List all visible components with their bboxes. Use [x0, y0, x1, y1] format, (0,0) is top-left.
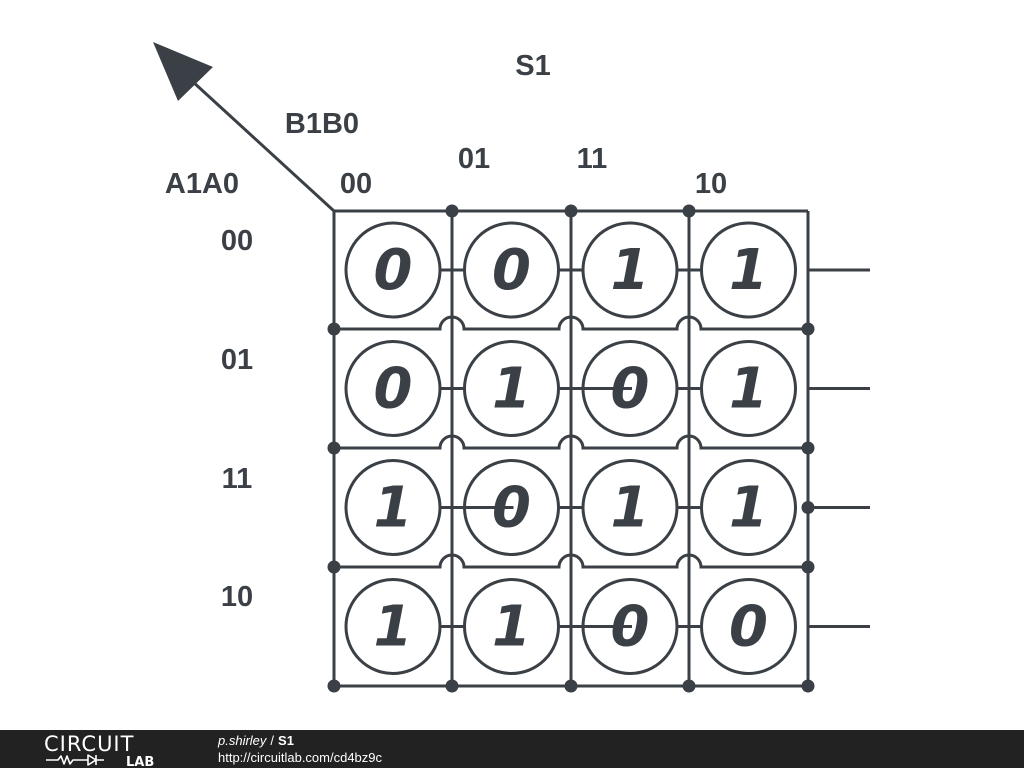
cell-circle: [700, 221, 797, 319]
column-code-label: 00: [340, 168, 372, 200]
junction-dot: [801, 501, 815, 514]
row-code-label: 00: [221, 225, 253, 257]
cell-circle: [581, 221, 679, 319]
cell-circle: [344, 459, 442, 556]
cell-value: 1: [374, 595, 413, 660]
row-vars-label: A1A0: [165, 168, 239, 200]
cell-circle: [700, 459, 797, 556]
cell-value: 1: [611, 238, 650, 303]
cell-circle: [463, 221, 560, 319]
cell-value: 1: [374, 476, 413, 541]
junction-dot: [445, 204, 459, 218]
cell-value: 1: [729, 357, 768, 422]
column-code-label: 11: [577, 143, 608, 175]
cell-circle: [581, 459, 679, 556]
junction-dot: [327, 322, 341, 336]
credit-separator: /: [270, 733, 275, 748]
grid-horizontal-line: [334, 315, 808, 331]
column-headers: 00 01 11 10: [340, 143, 727, 200]
row-headers: 00 01 11 10: [221, 225, 253, 613]
row-code-label: 01: [221, 344, 253, 376]
junction-dot: [564, 679, 578, 693]
cell-circle: [700, 340, 797, 437]
column-code-label: 01: [458, 143, 490, 175]
resistor-diode-icon: [46, 754, 104, 766]
footer-credit: p.shirley/S1: [218, 732, 294, 749]
output-label: S1: [515, 50, 550, 82]
cell-value: 0: [492, 238, 531, 303]
cell-value: 1: [492, 595, 531, 660]
footer-bar: CIRCUIT LAB p.shirley/S1 http://circuitl…: [0, 730, 1024, 768]
junction-dot: [801, 560, 815, 574]
circuitlab-logo: CIRCUIT LAB: [44, 732, 154, 768]
junction-dot: [801, 679, 815, 693]
arrow-head: [153, 42, 213, 101]
cell-circle: [344, 578, 442, 675]
junction-dot: [445, 679, 459, 693]
junction-dot: [801, 322, 815, 336]
grid-horizontal-line: [334, 553, 808, 569]
cell-value: 1: [611, 476, 650, 541]
cell-value: 1: [492, 357, 531, 422]
junction-dot: [682, 679, 696, 693]
circuit-name-link[interactable]: S1: [278, 733, 294, 748]
column-code-label: 10: [695, 168, 727, 200]
logo-top-text: CIRCUIT: [44, 732, 134, 756]
author-link[interactable]: p.shirley: [218, 733, 267, 748]
grid-nodes: [327, 204, 815, 693]
junction-dot: [327, 441, 341, 455]
output-wires: [808, 268, 870, 628]
cell-circle: [700, 578, 797, 675]
junction-dot: [564, 204, 578, 218]
cell-value: 1: [729, 238, 768, 303]
cell-value: 1: [729, 476, 768, 541]
cell-circle: [463, 340, 560, 437]
column-vars-label: B1B0: [285, 108, 359, 140]
cell-value: 0: [729, 595, 768, 660]
cell-value: 0: [374, 357, 413, 422]
logo-bottom-text: LAB: [126, 755, 154, 768]
cell-circle: [344, 221, 442, 319]
grid-horizontal-line: [334, 434, 808, 450]
diagonal-arrow: [153, 42, 336, 213]
cell-value: 0: [374, 238, 413, 303]
junction-dot: [327, 560, 341, 574]
junction-dot: [327, 679, 341, 693]
junction-dot: [682, 204, 696, 218]
row-code-label: 10: [221, 581, 253, 613]
arrow-shaft: [190, 79, 336, 213]
junction-dot: [801, 441, 815, 455]
circuit-url-link[interactable]: http://circuitlab.com/cd4bz9c: [218, 750, 383, 765]
row-code-label: 11: [222, 463, 253, 495]
cell-circle: [463, 578, 560, 675]
cell-circle: [344, 340, 442, 437]
